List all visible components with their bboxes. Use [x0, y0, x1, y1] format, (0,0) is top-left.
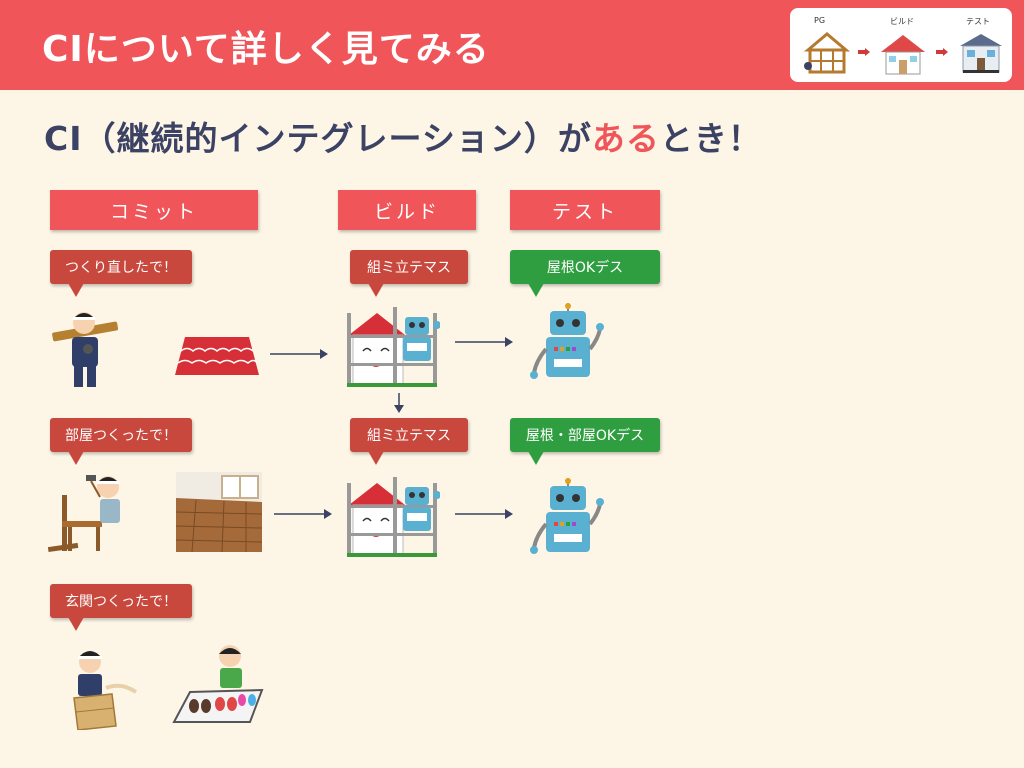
house-frame-icon [803, 32, 851, 74]
arrow-right-icon [455, 509, 513, 519]
finished-house-icon [960, 34, 1002, 73]
flow-label-pg: PG [814, 16, 826, 25]
house-icon [881, 35, 925, 75]
house-under-construction-robot-icon [347, 307, 440, 387]
arrow-right-icon [270, 349, 328, 359]
carpenter-building-chair-icon [48, 475, 120, 553]
speech-bubble-commit-3: 玄関つくったで！ [50, 584, 192, 631]
carpenter-with-box-icon [73, 651, 138, 730]
flow-arrow-icon [936, 48, 948, 56]
speech-bubble-test-2: 屋根・部屋OKデス [510, 418, 660, 465]
arrow-down-icon [394, 393, 404, 413]
flow-label-build: ビルド [890, 17, 914, 26]
robot-icon [530, 478, 604, 554]
flow-arrow-icon [858, 48, 870, 56]
heading-suffix: とき！ [659, 119, 762, 158]
heading-prefix: CI（継続的インテグレーション）が [44, 119, 592, 158]
speech-bubble-commit-2: 部屋つくったで！ [50, 418, 192, 465]
pipeline-flow: PG ビルド テスト [790, 8, 1012, 82]
carpenter-carrying-wood-icon [52, 312, 119, 387]
speech-bubble-build-2: 組ミ立テマス [350, 418, 468, 465]
speech-bubble-build-1: 組ミ立テマス [350, 250, 468, 297]
speech-bubble-test-1: 屋根OKデス [510, 250, 660, 297]
column-header-commit: コミット [50, 190, 258, 230]
column-header-test: テスト [510, 190, 660, 230]
robot-icon [530, 303, 604, 379]
arrow-right-icon [274, 509, 332, 519]
main-heading: CI（継続的インテグレーション）があるとき！ [44, 112, 762, 160]
flow-label-test: テスト [966, 17, 990, 26]
child-arranging-shoes-icon [172, 645, 264, 723]
header-bar: CIについて詳しく見てみる PG ビルド テスト [0, 0, 1024, 90]
wooden-room-floor-icon [176, 472, 262, 552]
heading-accent: ある [591, 119, 660, 158]
column-header-build: ビルド [338, 190, 476, 230]
slide-title: CIについて詳しく見てみる [42, 29, 490, 70]
roof-icon [175, 337, 259, 375]
house-under-construction-robot-icon [347, 477, 440, 557]
speech-bubble-commit-1: つくり直したで！ [50, 250, 192, 297]
arrow-right-icon [455, 337, 513, 347]
